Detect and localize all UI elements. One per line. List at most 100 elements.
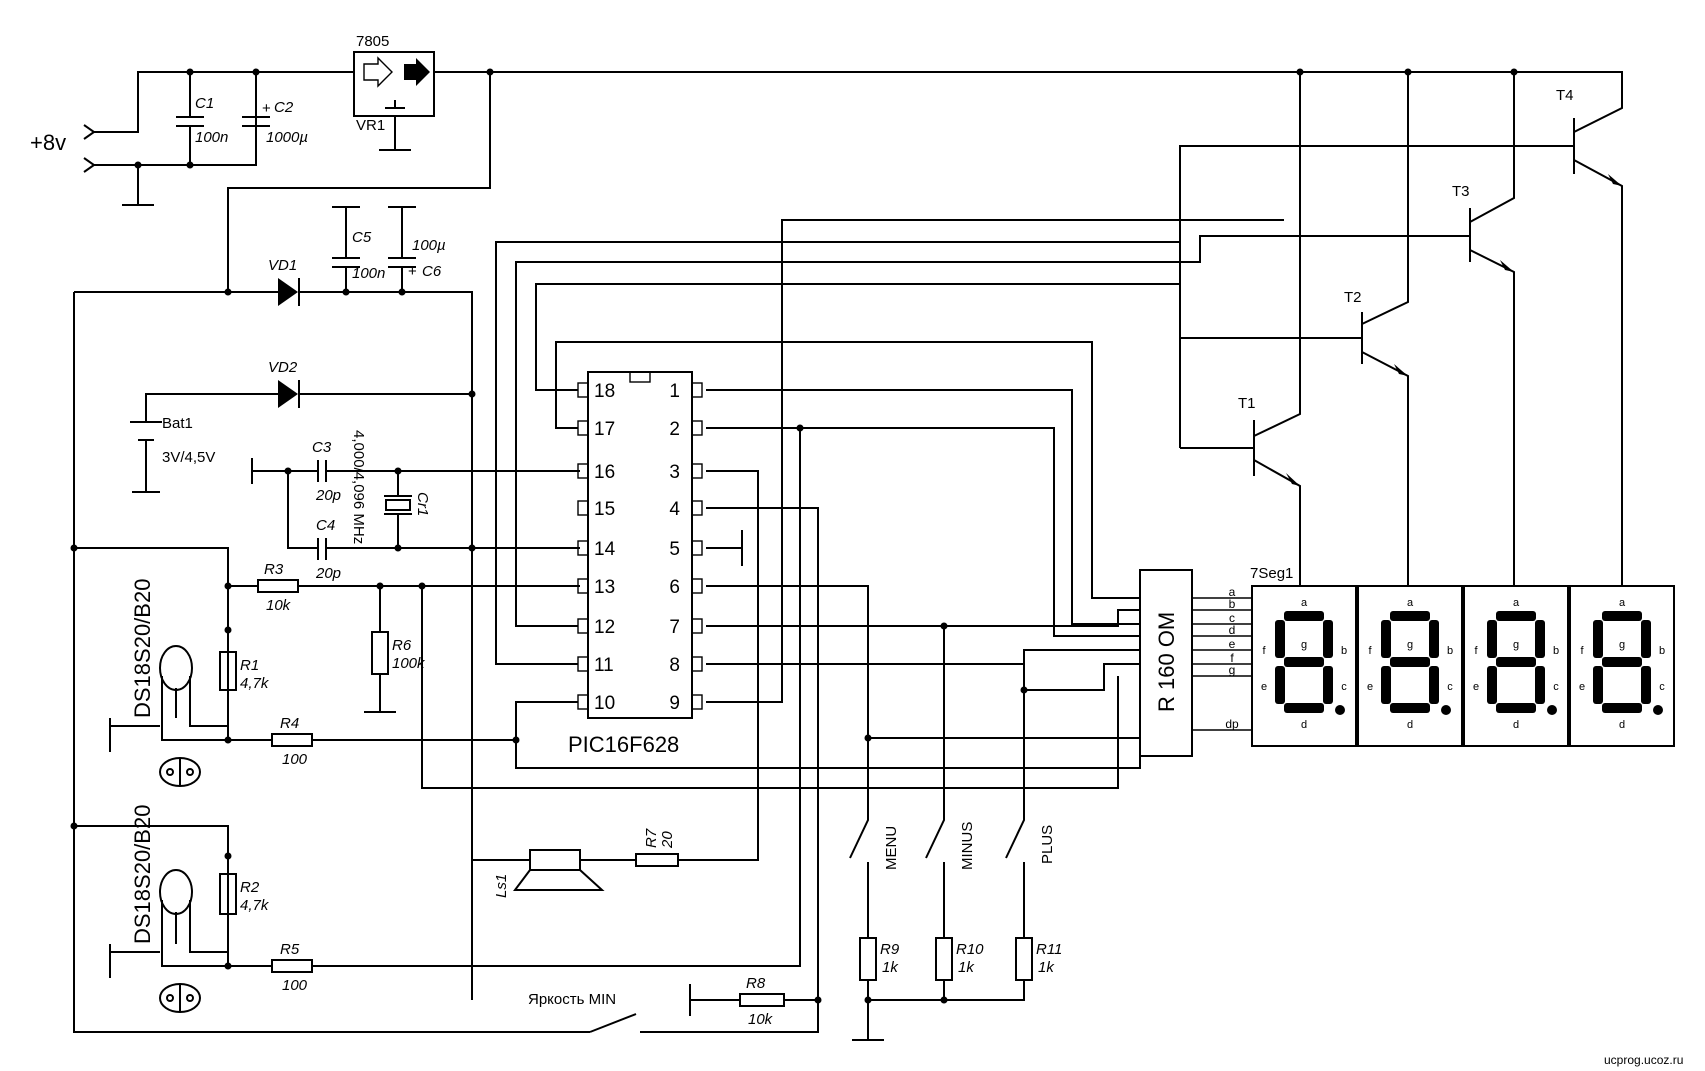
supply-label: +8v	[30, 130, 66, 155]
svg-text:MENU: MENU	[883, 826, 900, 870]
svg-text:1k: 1k	[958, 959, 975, 976]
segment	[1275, 620, 1285, 658]
svg-text:R7: R7	[643, 828, 660, 848]
resistor-network: R 160 OM	[1139, 569, 1193, 757]
svg-text:R6: R6	[392, 637, 412, 654]
transistor-t2: T2	[1344, 68, 1412, 586]
mcu-pin-number: 11	[594, 655, 614, 676]
svg-text:1k: 1k	[882, 959, 899, 976]
mcu-pin-number: 7	[669, 617, 680, 638]
svg-text:Cr1: Cr1	[414, 492, 431, 516]
svg-text:20: 20	[659, 831, 676, 849]
segment	[1275, 666, 1285, 704]
svg-text:R3: R3	[264, 561, 284, 578]
svg-text:VD1: VD1	[268, 257, 297, 274]
segment	[1641, 666, 1651, 704]
segment-letter: g	[1407, 639, 1413, 651]
segment-letter: b	[1341, 645, 1347, 657]
segment-letter: f	[1474, 645, 1478, 657]
segment-letter: f	[1368, 645, 1372, 657]
mcu-pin-box	[577, 463, 589, 479]
mcu-pin-box	[691, 578, 703, 594]
segment	[1323, 666, 1333, 704]
segment-letter: c	[1341, 681, 1347, 693]
segment-input-label: e	[1229, 637, 1236, 651]
mcu-pin-box	[577, 694, 589, 710]
svg-text:R11: R11	[1036, 941, 1062, 958]
segment-letter: g	[1301, 639, 1307, 651]
mcu-pin-number: 9	[669, 693, 680, 714]
svg-text:100n: 100n	[195, 129, 228, 146]
mcu-pin-box	[691, 463, 703, 479]
segment-letter: b	[1447, 645, 1453, 657]
segment-letter: b	[1553, 645, 1559, 657]
mcu-pin-number: 6	[669, 577, 680, 598]
mcu-pin-box	[577, 382, 589, 398]
mcu-pin-box	[577, 618, 589, 634]
segment	[1390, 657, 1430, 667]
svg-text:Яркость MIN: Яркость MIN	[528, 991, 616, 1008]
speaker-ls1: Ls1 R7 20	[472, 470, 759, 898]
segment	[1284, 657, 1324, 667]
diode-vd2: VD2	[145, 359, 476, 422]
segment-letter: b	[1659, 645, 1665, 657]
mcu-pin-number: 16	[594, 462, 615, 483]
segment-letter: a	[1301, 597, 1308, 609]
svg-text:100k: 100k	[392, 655, 426, 672]
mcu-pin-box	[577, 500, 589, 516]
segment-letter: e	[1473, 681, 1479, 693]
mcu-pin-box	[691, 694, 703, 710]
mcu-pin-number: 14	[594, 539, 616, 560]
transistor-t3: T3	[1452, 68, 1518, 586]
segment	[1593, 666, 1603, 704]
segment	[1602, 611, 1642, 621]
segment-letter: d	[1619, 719, 1625, 731]
segment	[1381, 666, 1391, 704]
transistor-t1: T1	[1179, 68, 1304, 586]
segment	[1429, 666, 1439, 704]
brightness-switch: Яркость MIN R8 10k	[528, 424, 822, 1033]
segment-letter: g	[1619, 639, 1625, 651]
mcu-pin-number: 13	[594, 577, 615, 598]
capacitor-c6: 100µ + C6	[388, 206, 446, 292]
mcu-pin-box	[691, 382, 703, 398]
segment	[1593, 620, 1603, 658]
decimal-point	[1335, 705, 1345, 715]
mcu-pin-number: 8	[669, 655, 680, 676]
svg-text:100: 100	[282, 751, 308, 768]
buttons: MENU R9 1k MINUS R10 1k PLUS R11 1k	[849, 800, 1062, 1041]
mcu-pin-number: 5	[669, 539, 680, 560]
segment	[1390, 611, 1430, 621]
mcu-pin-box	[691, 656, 703, 672]
svg-text:4,7k: 4,7k	[240, 897, 270, 914]
svg-text:+: +	[262, 100, 271, 117]
svg-text:VR1: VR1	[356, 117, 385, 134]
mcu-pin-number: 1	[669, 381, 680, 402]
mcu-pin-box	[577, 540, 589, 556]
sensor-2-label: DS18S20/B20	[130, 805, 155, 944]
site-watermark: ucprog.ucoz.ru	[1604, 1053, 1683, 1067]
svg-text:R10: R10	[956, 941, 984, 958]
mcu-label: PIC16F628	[568, 732, 679, 757]
sensor-1-label: DS18S20/B20	[130, 579, 155, 718]
segment-letter: g	[1513, 639, 1519, 651]
mcu-pin-box	[577, 420, 589, 436]
diode-vd1: VD1	[74, 257, 473, 1000]
svg-text:R 160 OM: R 160 OM	[1154, 612, 1179, 712]
segment	[1390, 703, 1430, 713]
svg-text:100n: 100n	[352, 265, 385, 282]
segment-letter: a	[1513, 597, 1520, 609]
segment-letter: e	[1579, 681, 1585, 693]
svg-text:MINUS: MINUS	[959, 822, 976, 870]
mcu-wiring	[421, 145, 1572, 800]
display-label: 7Seg1	[1250, 565, 1293, 582]
segment-letter: a	[1619, 597, 1626, 609]
mcu-pin-box	[691, 618, 703, 634]
capacitor-c2: + C2 1000µ	[242, 72, 308, 165]
segment-letter: e	[1261, 681, 1267, 693]
svg-text:100µ: 100µ	[412, 237, 446, 254]
